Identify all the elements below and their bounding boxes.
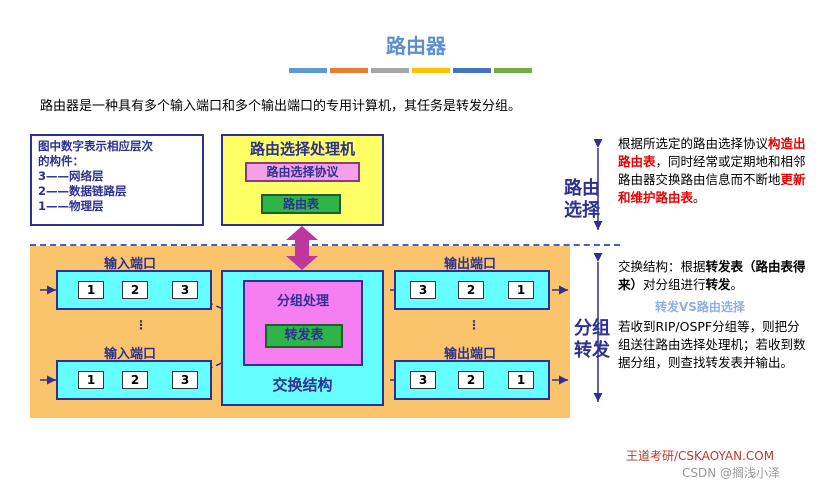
routing-processor: 路由选择处理机 路由选择协议 路由表 bbox=[221, 134, 384, 226]
legend-header-1: 图中数字表示相应层次 bbox=[38, 139, 153, 153]
output-ellipsis: ⋮ bbox=[468, 318, 480, 332]
input-queue-slot: 1 bbox=[78, 371, 104, 389]
switch-desc-end: 。 bbox=[730, 277, 744, 292]
footer-brand: 王道考研/CSKAOYAN.COM bbox=[626, 449, 775, 463]
packet-processing-box: 分组处理 转发表 bbox=[243, 280, 363, 366]
output-port-1: 3 2 1 bbox=[394, 270, 550, 310]
legend-layer-1: 1——物理层 bbox=[38, 199, 104, 213]
input-port-1: 1 2 3 bbox=[56, 270, 212, 310]
switch-desc-part1: 交换结构：根据 bbox=[618, 259, 706, 274]
legend-layer-3: 3——网络层 bbox=[38, 169, 104, 183]
switch-desc-part3: 对分组进行 bbox=[643, 277, 706, 292]
input-queue-slot: 3 bbox=[172, 371, 198, 389]
legend-header-2: 的构件： bbox=[38, 154, 84, 168]
input-queue-slot: 2 bbox=[122, 371, 148, 389]
slide-title: 路由器 bbox=[386, 34, 446, 58]
switch-desc-bold2: 转发 bbox=[705, 277, 731, 292]
routing-description: 根据所选定的路由选择协议构造出路由表，同时经常或定期地和相邻路由器交换路由信息而… bbox=[618, 135, 808, 207]
routing-desc-part1: 根据所选定的路由选择协议 bbox=[618, 136, 769, 151]
output-queue-slot: 3 bbox=[410, 371, 436, 389]
input-ellipsis: ⋮ bbox=[135, 318, 147, 332]
title-bar-5 bbox=[453, 68, 491, 73]
switch-fabric-label: 交换结构 bbox=[272, 376, 333, 394]
title-bar-3 bbox=[371, 68, 409, 73]
input-port-label-1: 输入端口 bbox=[104, 257, 157, 272]
output-queue-slot: 3 bbox=[410, 281, 436, 299]
forwarding-side-label: 分组转发 bbox=[574, 318, 610, 361]
intro-text: 路由器是一种具有多个输入端口和多个输出端口的专用计算机，其任务是转发分组。 bbox=[40, 99, 522, 114]
packet-processing-title: 分组处理 bbox=[276, 294, 329, 309]
routing-desc-end: 。 bbox=[693, 190, 706, 205]
divider-dashed-line bbox=[30, 244, 620, 246]
output-queue-slot: 1 bbox=[508, 281, 534, 299]
title-bar-2 bbox=[330, 68, 368, 73]
input-port-label-2: 输入端口 bbox=[104, 347, 157, 362]
routing-desc-highlight2: 更新和维护路由表 bbox=[618, 172, 806, 205]
title-bar-6 bbox=[494, 68, 532, 73]
double-arrow-icon bbox=[286, 226, 318, 270]
output-port-label-2: 输出端口 bbox=[444, 347, 497, 362]
output-queue-slot: 1 bbox=[508, 371, 534, 389]
switch-fabric: 分组处理 转发表 交换结构 bbox=[221, 270, 384, 406]
output-port-label-1: 输出端口 bbox=[444, 257, 497, 272]
packet-description: 若收到RIP/OSPF分组等，则把分组送往路由选择处理机；若收到数据分组，则查找… bbox=[618, 319, 806, 370]
title-bar-4 bbox=[412, 68, 450, 73]
layer-legend: 图中数字表示相应层次 的构件： 3——网络层 2——数据链路层 1——物理层 bbox=[30, 134, 204, 226]
input-queue-slot: 1 bbox=[78, 281, 104, 299]
vs-label: 转发VS路由选择 bbox=[655, 300, 745, 314]
legend-layer-2: 2——数据链路层 bbox=[38, 184, 127, 198]
output-port-2: 3 2 1 bbox=[394, 360, 550, 400]
routing-protocol-box: 路由选择协议 bbox=[245, 162, 360, 182]
routing-table-box: 路由表 bbox=[261, 194, 341, 214]
input-queue-slot: 2 bbox=[122, 281, 148, 299]
routing-desc-part3: ，同时经常或定期地和相邻路由器交换路由信息而不断地 bbox=[618, 154, 806, 187]
forwarding-table-box: 转发表 bbox=[265, 324, 343, 348]
routing-side-label: 路由选择 bbox=[564, 178, 600, 221]
input-queue-slot: 3 bbox=[172, 281, 198, 299]
watermark: CSDN @搁浅小泽 bbox=[682, 466, 781, 480]
title-bar-1 bbox=[289, 68, 327, 73]
input-port-2: 1 2 3 bbox=[56, 360, 212, 400]
output-queue-slot: 2 bbox=[458, 281, 484, 299]
routing-processor-title: 路由选择处理机 bbox=[249, 140, 355, 158]
switch-description: 交换结构：根据转发表（路由表得来）对分组进行转发。 bbox=[618, 258, 814, 294]
switch-desc-bold1: 转发表（路由表得来） bbox=[618, 259, 806, 292]
routing-desc-highlight1: 构造出路由表 bbox=[618, 136, 806, 169]
output-queue-slot: 2 bbox=[458, 371, 484, 389]
